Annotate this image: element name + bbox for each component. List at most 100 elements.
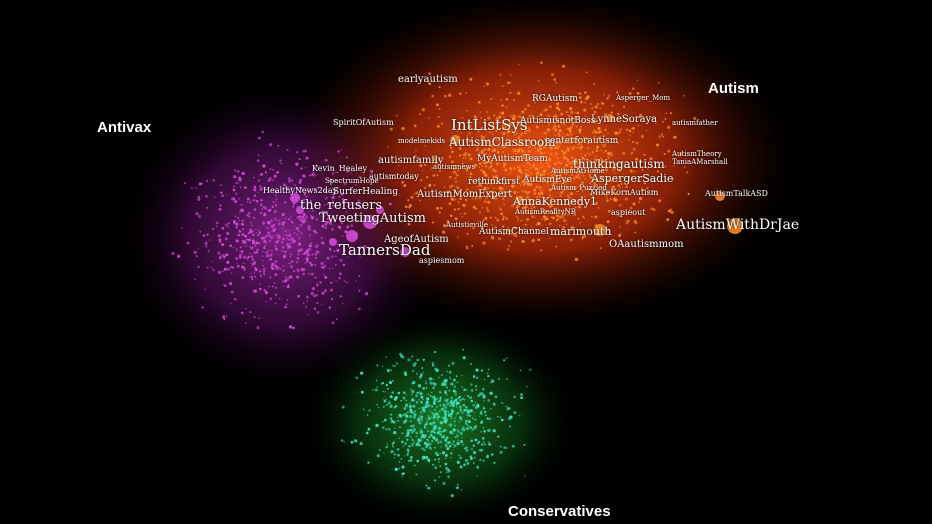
autism-node [530,204,533,207]
autism-node [450,132,453,134]
autism-node [457,169,459,171]
autism-node [507,137,509,139]
autism-node [516,195,518,197]
autism-node [520,171,523,174]
autism-node [589,102,593,106]
autism-node [547,122,551,126]
autism-node [534,146,537,149]
node-label-my-autism-team: MyAutismTeam [477,154,548,164]
antivax-node [324,275,328,279]
autism-node [663,152,666,155]
antivax-node [321,241,325,245]
autism-node [517,217,520,220]
conservatives-node [418,399,420,401]
conservatives-node [459,431,463,436]
antivax-node [218,238,222,242]
autism-node [617,142,619,144]
conservatives-node [385,356,387,358]
autism-node [554,152,558,156]
conservatives-node [505,405,507,407]
conservatives-node [450,377,452,380]
antivax-node [357,199,360,202]
conservatives-node [447,468,450,471]
antivax-node [272,168,274,171]
antivax-node [268,190,270,193]
antivax-node [197,248,199,250]
autism-node [567,149,570,152]
conservatives-node [432,378,435,381]
antivax-node [276,219,279,222]
autism-node [538,200,541,203]
antivax-node [263,239,267,244]
antivax-node [250,221,252,224]
conservatives-node [456,460,460,464]
conservatives-node [473,456,476,459]
antivax-node [259,287,262,291]
antivax-node [332,200,334,202]
antivax-node [268,177,272,181]
autism-node [404,205,408,209]
antivax-node [195,212,199,216]
autism-node [599,122,601,124]
antivax-node [257,234,260,237]
conservatives-node [452,389,456,393]
autism-node [636,79,639,82]
autism-node [540,186,543,189]
autism-node [570,166,574,169]
antivax-node [334,264,337,266]
antivax-node [272,179,274,181]
antivax-node [305,156,309,160]
antivax-node [249,311,252,314]
autism-node [635,141,639,145]
antivax-node [224,223,228,227]
autism-node [519,184,522,186]
conservatives-node [479,392,483,396]
autism-node [511,117,516,121]
conservatives-node [428,435,430,438]
autism-node [593,110,597,114]
antivax-node [220,191,223,194]
autism-node [558,146,560,148]
autism-node [538,185,540,188]
antivax-node [274,204,278,207]
autism-node [575,125,578,128]
autism-node [577,92,580,94]
antivax-node [331,172,334,175]
autism-node [577,172,580,176]
antivax-node [283,250,287,254]
antivax-node [275,267,279,271]
antivax-node [328,268,331,270]
autism-node [462,121,465,125]
conservatives-node [496,435,500,438]
autism-node [465,91,468,94]
autism-node [463,212,467,215]
autism-node [549,190,552,192]
conservatives-node [406,438,409,441]
autism-node [524,182,526,185]
autism-node [541,195,544,198]
autism-node [557,161,560,164]
conservatives-node [466,461,470,465]
autism-node [580,153,583,155]
autism-node [521,149,524,152]
autism-node [419,164,423,168]
conservatives-node [409,420,412,423]
autism-node [500,212,503,216]
autism-node [489,180,492,183]
antivax-node [340,149,343,151]
conservatives-node [446,419,449,422]
conservatives-node [449,430,453,434]
conservatives-node [470,439,474,443]
autism-node [470,124,472,127]
antivax-node [254,268,258,272]
autism-node [491,236,495,240]
autism-node [511,141,513,143]
antivax-node [275,198,278,201]
autism-node [475,207,478,210]
antivax-node [309,261,312,265]
antivax-node [250,255,254,258]
conservatives-node [477,394,480,398]
conservatives-node [457,411,460,414]
autism-node [559,161,562,165]
autism-node [515,152,518,156]
